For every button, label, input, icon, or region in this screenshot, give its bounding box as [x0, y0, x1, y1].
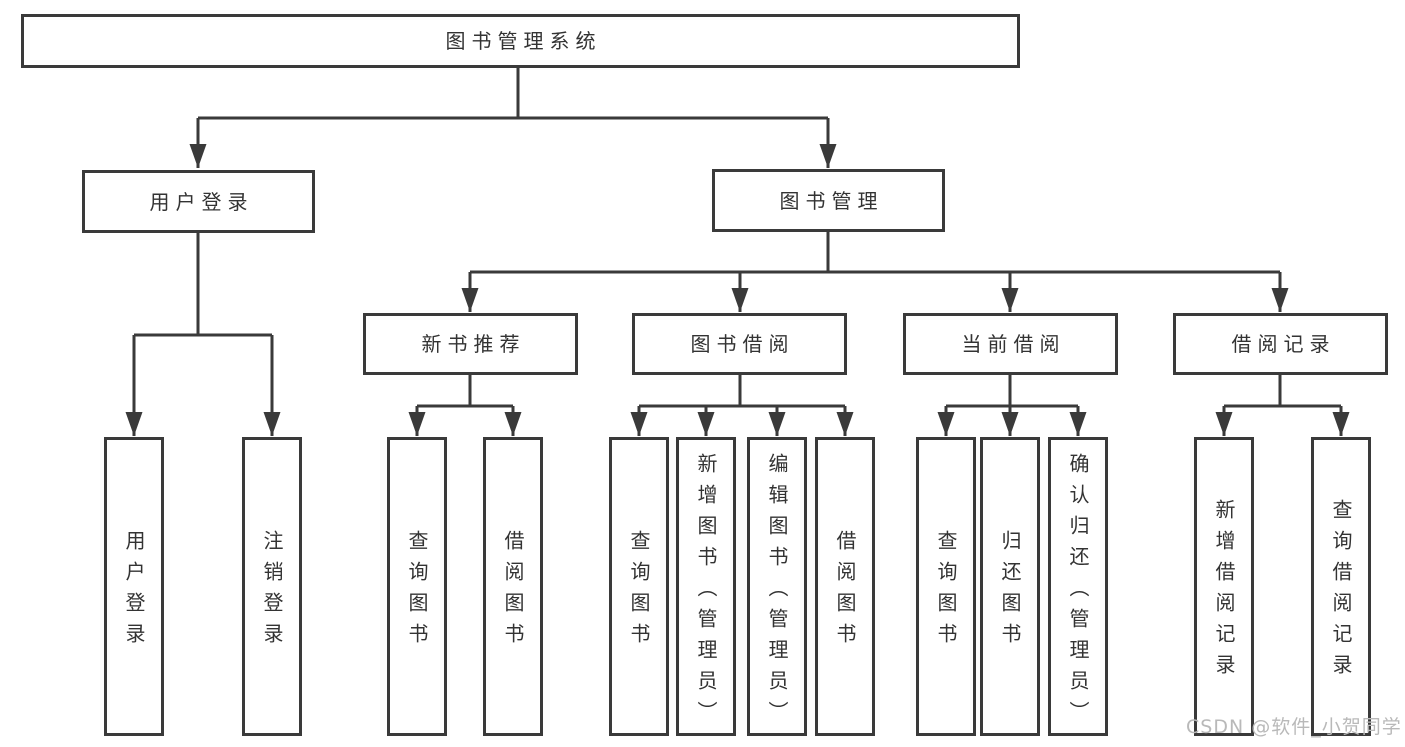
leaf-recommend-query-books-label: 查询图书	[405, 530, 429, 654]
leaf-recommend-borrow-books-label: 借阅图书	[501, 530, 525, 654]
leaf-user-login-label: 用户登录	[122, 530, 146, 654]
leaf-query-borrow-record: 查询借阅记录	[1311, 437, 1371, 736]
node-book-borrow: 图书借阅	[632, 313, 847, 375]
connector-user-login-trunk	[134, 233, 272, 337]
csdn-watermark: CSDN @软件_小贺同学	[1186, 716, 1402, 738]
leaf-add-borrow-record: 新增借阅记录	[1194, 437, 1254, 736]
node-book-management-label: 图书管理	[779, 188, 884, 213]
leaf-current-query-books: 查询图书	[916, 437, 976, 736]
leaf-recommend-query-books: 查询图书	[387, 437, 447, 736]
node-borrow-records-label: 借阅记录	[1231, 332, 1336, 356]
connector-borrow-record-trunk	[1224, 375, 1341, 408]
node-borrow-records: 借阅记录	[1173, 313, 1388, 375]
connector-book-borrow-trunk	[639, 375, 845, 408]
leaf-logout-label: 注销登录	[260, 530, 284, 654]
leaf-borrow-books-label: 借阅图书	[833, 530, 857, 654]
leaf-logout: 注销登录	[242, 437, 302, 736]
leaf-return-book: 归还图书	[980, 437, 1040, 736]
leaf-recommend-borrow-books: 借阅图书	[483, 437, 543, 736]
connector-new-book-trunk	[417, 375, 513, 408]
connector-root-trunk	[198, 68, 828, 120]
node-current-borrow-label: 当前借阅	[961, 332, 1066, 356]
leaf-add-book-admin: 新增图书（管理员）	[676, 437, 736, 736]
leaf-current-query-books-label: 查询图书	[934, 530, 958, 654]
leaf-confirm-return-admin-label: 确认归还（管理员）	[1066, 452, 1090, 732]
node-new-book-recommend-label: 新书推荐	[421, 332, 526, 356]
leaf-borrow-books: 借阅图书	[815, 437, 875, 736]
leaf-edit-book-admin: 编辑图书（管理员）	[747, 437, 807, 736]
leaf-add-borrow-record-label: 新增借阅记录	[1212, 499, 1236, 685]
node-user-login-label: 用户登录	[149, 189, 254, 214]
leaf-confirm-return-admin: 确认归还（管理员）	[1048, 437, 1108, 736]
leaf-add-book-admin-label: 新增图书（管理员）	[694, 452, 718, 732]
node-system-root-label: 图书管理系统	[445, 29, 602, 53]
leaf-edit-book-admin-label: 编辑图书（管理员）	[765, 452, 789, 732]
leaf-user-login: 用户登录	[104, 437, 164, 736]
node-new-book-recommend: 新书推荐	[363, 313, 578, 375]
leaf-borrow-query-books-label: 查询图书	[627, 530, 651, 654]
node-book-management: 图书管理	[712, 169, 945, 232]
connector-current-borrow-trunk	[946, 375, 1078, 408]
leaf-return-book-label: 归还图书	[998, 530, 1022, 654]
node-system-root: 图书管理系统	[21, 14, 1020, 68]
connector-book-mgmt-trunk	[470, 232, 1280, 274]
node-book-borrow-label: 图书借阅	[690, 332, 795, 356]
node-user-login: 用户登录	[82, 170, 315, 233]
node-current-borrow: 当前借阅	[903, 313, 1118, 375]
leaf-query-borrow-record-label: 查询借阅记录	[1329, 499, 1353, 685]
leaf-borrow-query-books: 查询图书	[609, 437, 669, 736]
